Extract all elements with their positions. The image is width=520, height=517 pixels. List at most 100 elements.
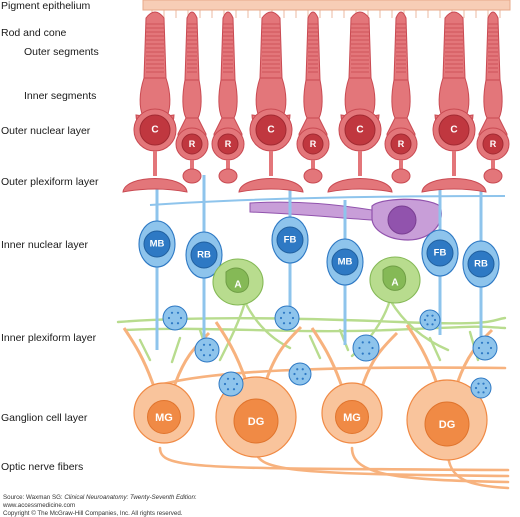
synaptic-vesicle [426, 323, 429, 326]
rod-label: R [490, 139, 497, 149]
synaptic-vesicle [358, 346, 361, 350]
rod-label: R [398, 139, 405, 149]
amacrine-process [170, 336, 182, 364]
bipolar-cells [138, 175, 506, 360]
amacrine-process [428, 336, 442, 362]
synaptic-vesicle [202, 354, 206, 357]
cone-nucleus [438, 114, 470, 146]
synaptic-vesicle [176, 322, 180, 325]
cone-outer-segment [143, 11, 167, 79]
synaptic-vesicle [431, 323, 434, 326]
diffuse-ganglion-cell-label: DG [248, 416, 265, 428]
rod-bipolar-cell-label: RB [474, 259, 488, 270]
synaptic-vesicle [211, 348, 215, 352]
synaptic-vesicle [279, 316, 283, 320]
synaptic-vesicle [288, 322, 292, 325]
cone-pedicle [122, 178, 188, 193]
synaptic-vesicle [170, 311, 174, 314]
flat-bipolar-cell-nucleus [276, 226, 304, 254]
rod-nucleus [181, 133, 203, 155]
synaptic-vesicle [235, 382, 239, 386]
cone-label: C [356, 125, 363, 136]
rod-nucleus [217, 133, 239, 155]
amacrine-process [138, 338, 152, 362]
synaptic-vesicle [176, 311, 180, 314]
cone-outer-segment [442, 11, 466, 79]
label-rod-and-cone: Rod and cone [1, 27, 67, 39]
horizontal-cell [249, 198, 442, 241]
cone-pedicle [421, 178, 487, 193]
midget-bipolar-cell-label: MB [150, 239, 165, 250]
ganglion-dendrite [405, 324, 494, 385]
synaptic-vesicle [480, 341, 484, 344]
synaptic-vesicle [226, 388, 230, 391]
synaptic-terminal [194, 337, 220, 363]
ganglion-axon [148, 366, 507, 390]
synaptic-vesicle [296, 368, 299, 371]
cone-outer-segment [348, 11, 372, 79]
label-inner-plexiform-layer: Inner plexiform layer [1, 332, 97, 344]
rod-outer-segment [485, 11, 501, 81]
synaptic-vesicle [170, 322, 174, 325]
diffuse-ganglion-cell-nucleus [233, 398, 279, 444]
rod-inner-segment [218, 79, 238, 119]
rod-outer-segment [393, 11, 409, 81]
synaptic-vesicle [361, 352, 364, 355]
synaptic-vesicle [232, 377, 236, 380]
bipolar-dendrite [149, 195, 506, 206]
synaptic-vesicle [296, 377, 299, 380]
rod-label: R [310, 139, 317, 149]
ganglion-cells [122, 321, 494, 461]
synaptic-terminal [419, 309, 441, 331]
flat-bipolar-cell-label: FB [434, 248, 447, 259]
synaptic-vesicle [202, 343, 206, 346]
rod-nucleus [482, 133, 504, 155]
copyright-notice: Copyright © The McGraw-Hill Companies, I… [3, 510, 183, 517]
ganglion-dendrite [214, 321, 303, 382]
synaptic-vesicle [179, 316, 183, 320]
ganglion-axon [158, 446, 510, 472]
rod-nucleus [302, 133, 324, 155]
synaptic-vesicle [232, 388, 236, 391]
cone-nucleus [255, 114, 287, 146]
synaptic-vesicle [482, 382, 485, 385]
synaptic-vesicle [226, 377, 230, 380]
diffuse-ganglion-cell-label: DG [439, 419, 456, 431]
synaptic-vesicle [477, 346, 481, 350]
rod-inner-segment [303, 79, 323, 119]
cone-label: C [267, 125, 274, 136]
synaptic-vesicle [304, 372, 307, 376]
label-ganglion-cell-layer: Ganglion cell layer [1, 412, 88, 424]
synaptic-vesicle [167, 316, 171, 320]
synaptic-vesicle [482, 391, 485, 394]
synaptic-vesicle [431, 314, 434, 317]
label-pigment-epithelium: Pigment epithelium [1, 0, 91, 12]
synaptic-vesicle [282, 311, 286, 314]
horizontal-cell-nucleus [387, 205, 417, 235]
synaptic-vesicle [368, 352, 371, 355]
photoreceptors [122, 11, 510, 193]
synaptic-vesicle [480, 352, 484, 355]
cone-pedicle [238, 178, 304, 193]
amacrine-cell-label: A [391, 278, 398, 289]
source-url: www.accessmedicine.com [3, 502, 76, 509]
midget-ganglion-cell-label: MG [155, 412, 173, 424]
label-optic-nerve-fibers: Optic nerve fibers [1, 461, 84, 473]
label-outer-nuclear-layer: Outer nuclear layer [1, 125, 91, 137]
synaptic-vesicle [489, 346, 493, 350]
synaptic-vesicle [208, 354, 212, 357]
synaptic-terminal [288, 362, 312, 386]
synaptic-terminal [472, 335, 498, 361]
synaptic-vesicle [361, 341, 364, 344]
synaptic-vesicle [368, 341, 371, 344]
rod-nucleus [390, 133, 412, 155]
rod-inner-segment [483, 79, 503, 119]
flat-bipolar-cell-nucleus [426, 239, 454, 267]
rod-outer-segment [305, 11, 321, 81]
synaptic-vesicle [484, 386, 488, 390]
source-credit: Source: Waxman SG: Clinical Neuroanatomy… [3, 494, 197, 501]
label-inner-nuclear-layer: Inner nuclear layer [1, 239, 88, 251]
rod-spherule [303, 168, 323, 184]
flat-bipolar-cell-label: FB [284, 235, 297, 246]
